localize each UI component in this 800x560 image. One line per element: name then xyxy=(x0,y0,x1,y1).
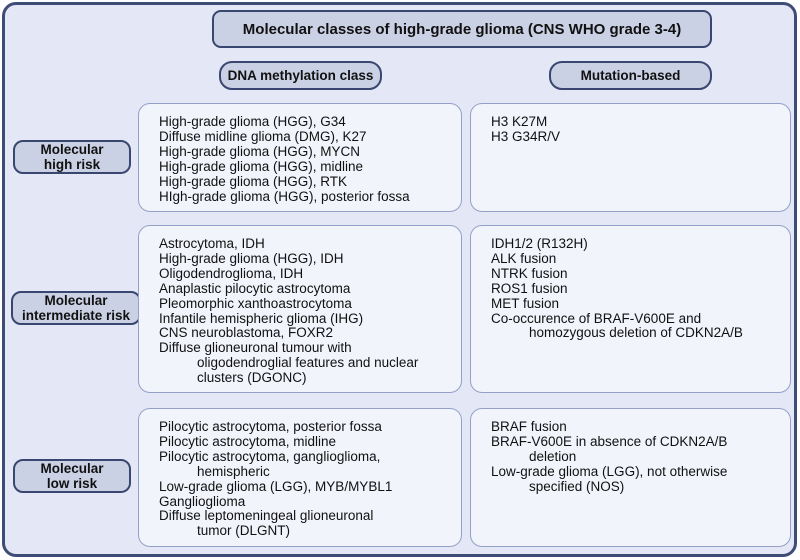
list-item: Infantile hemispheric glioma (IHG) xyxy=(159,310,364,326)
list-item: Diffuse glioneuronal tumour with xyxy=(159,340,352,356)
list-item: homozygous deletion of CDKN2A/B xyxy=(529,325,743,341)
list-item: Pilocytic astrocytoma, posterior fossa xyxy=(159,419,382,434)
risk-label-line: Molecular xyxy=(40,142,104,157)
list-item: Co-occurence of BRAF-V600E and xyxy=(491,310,702,326)
list-item: High-grade glioma (HGG), G34 xyxy=(159,114,346,129)
list-item: BRAF fusion xyxy=(491,419,567,434)
list-item: oligodendroglial features and nuclear xyxy=(197,355,419,371)
list-item: HIgh-grade glioma (HGG), posterior fossa xyxy=(159,188,410,204)
list-item: hemispheric xyxy=(197,463,270,479)
list-item: tumor (DLGNT) xyxy=(197,523,291,539)
list-item: BRAF-V600E in absence of CDKN2A/B xyxy=(491,433,728,449)
risk-label-intermediate: Molecular intermediate risk xyxy=(11,291,141,325)
column-header-dna-methylation-label: DNA methylation class xyxy=(227,68,374,83)
list-item: High-grade glioma (HGG), IDH xyxy=(159,250,344,266)
list-item: Pleomorphic xanthoastrocytoma xyxy=(159,295,352,311)
risk-label-line: Molecular xyxy=(40,461,104,476)
list-item: H3 G34R/V xyxy=(491,128,561,144)
list-item: ROS1 fusion xyxy=(491,280,568,296)
list-item: High-grade glioma (HGG), midline xyxy=(159,158,364,174)
list-item: Low-grade glioma (LGG), not otherwise xyxy=(491,463,728,479)
list-item: ALK fusion xyxy=(491,250,557,266)
list-item: clusters (DGONC) xyxy=(197,370,307,386)
risk-label-line: high risk xyxy=(43,157,101,172)
list-item: deletion xyxy=(529,448,577,464)
list-item: IDH1/2 (R132H) xyxy=(491,236,588,251)
list-item: Ganglioglioma xyxy=(159,493,246,509)
risk-label-line: Molecular xyxy=(44,293,108,308)
list-item: Diffuse midline glioma (DMG), K27 xyxy=(159,128,367,144)
list-item: High-grade glioma (HGG), MYCN xyxy=(159,143,361,159)
risk-label-low: Molecular low risk xyxy=(13,459,131,493)
list-item: Anaplastic pilocytic astrocytoma xyxy=(159,280,351,296)
list-item: MET fusion xyxy=(491,295,560,311)
list-item: NTRK fusion xyxy=(491,265,568,281)
column-header-mutation-based: Mutation-based xyxy=(549,61,712,90)
risk-label-line: intermediate risk xyxy=(21,308,131,323)
list-item: H3 K27M xyxy=(491,114,548,129)
risk-label-line: low risk xyxy=(46,476,98,491)
page-title: Molecular classes of high-grade glioma (… xyxy=(212,10,712,48)
page-title-text: Molecular classes of high-grade glioma (… xyxy=(242,20,682,38)
list-item: CNS neuroblastoma, FOXR2 xyxy=(159,325,334,341)
column-header-dna-methylation: DNA methylation class xyxy=(219,61,382,90)
list-item: Pilocytic astrocytoma, midline xyxy=(159,433,337,449)
list-item: Diffuse leptomeningeal glioneuronal xyxy=(159,508,374,524)
list-item: Pilocytic astrocytoma, ganglioglioma, xyxy=(159,448,381,464)
list-item: Astrocytoma, IDH xyxy=(159,236,265,251)
list-item: High-grade glioma (HGG), RTK xyxy=(159,173,348,189)
column-header-mutation-based-label: Mutation-based xyxy=(580,68,681,83)
list-item: Oligodendroglioma, IDH xyxy=(159,265,304,281)
list-item: Low-grade glioma (LGG), MYB/MYBL1 xyxy=(159,478,393,494)
list-item: specified (NOS) xyxy=(529,478,625,494)
risk-label-high: Molecular high risk xyxy=(13,140,131,174)
